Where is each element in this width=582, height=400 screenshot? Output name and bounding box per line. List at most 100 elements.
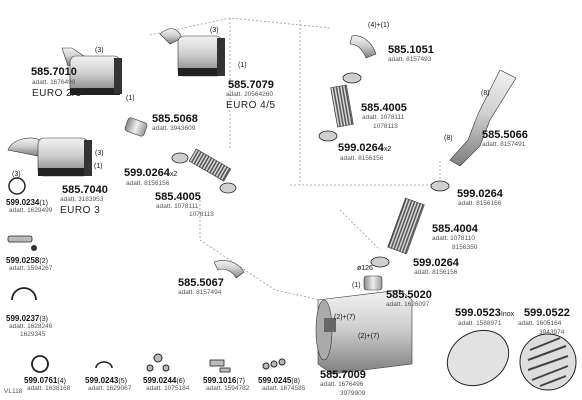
part-ref-599-0264-c: adatt. 8156156	[458, 200, 502, 207]
ring-599-0237	[11, 287, 37, 301]
pipe-585-5066	[449, 69, 517, 167]
pn-suffix: Inox	[500, 311, 515, 318]
euro-class-585-7010: EURO 2/3	[32, 88, 82, 99]
pn-text: 599.1016	[203, 376, 237, 385]
pn-text: 599.0243	[85, 376, 119, 385]
part-number-585-4005-a: 585.4005	[155, 191, 201, 203]
small-part-599-0243: 599.0243(5)	[85, 376, 127, 386]
part-ref-599-0264-b: adatt. 8156156	[340, 155, 384, 162]
part-ref-585-7079: adatt. 20564260	[226, 91, 273, 98]
part-number-585-4004: 585.4004	[432, 223, 478, 235]
callout-qty: (1)	[238, 62, 247, 69]
callout-qty: (8)	[444, 135, 453, 142]
pn-suffix: (8)	[291, 378, 300, 385]
part-ref-585-4005-b: adatt. 1078111	[362, 114, 405, 121]
pn-suffix: (6)	[176, 378, 185, 385]
pn-suffix: x2	[383, 146, 392, 153]
small-part-599-0244: 599.0244(6)	[143, 377, 185, 386]
callout-qty: (1)	[94, 163, 103, 170]
pn-suffix: (7)	[236, 378, 245, 385]
clamp-599-0264-lower	[370, 256, 390, 268]
silencer-585-7079	[159, 28, 225, 77]
euro-class-585-7040: EURO 3	[60, 205, 101, 216]
bent-pipe-585-5067	[213, 260, 245, 279]
pn-text: 599.0234	[6, 198, 40, 207]
small-part-599-1016: 599.1016(7)	[203, 376, 245, 386]
pn-suffix: x2	[169, 171, 178, 178]
part-number-599-0264-a: 599.0264x2	[124, 168, 177, 179]
pn-text: 599.0264	[338, 142, 384, 154]
pn-text: 599.0761	[24, 376, 58, 385]
pn-text: 599.0523	[455, 307, 501, 319]
pn-text: 599.0237	[6, 314, 40, 323]
pipe-585-5020	[363, 275, 383, 291]
part-number-585-7079: 585.7079	[228, 79, 274, 91]
callout-qty: (3)	[95, 47, 104, 54]
part-number-585-1051: 585.1051	[388, 44, 434, 56]
clip-599-0243	[95, 361, 113, 369]
part-number-585-5067: 585.5067	[178, 277, 224, 289]
part-number-585-7010: 585.7010	[31, 66, 77, 78]
silencer-585-7040	[7, 137, 92, 177]
pn-text: 599.0258	[6, 256, 40, 265]
pipe-585-5068	[124, 117, 148, 137]
part-ref-585-7010: adatt. 1676499	[32, 79, 76, 86]
pn-suffix: (5)	[118, 378, 127, 385]
part-number-585-5020: 585.5020	[386, 289, 432, 301]
part-ref-585-7040: adatt. 3183953	[60, 196, 104, 203]
euro-class-585-7079: EURO 4/5	[226, 100, 276, 111]
part-number-585-5066: 585.5066	[482, 129, 528, 141]
callout-qty: (3)	[95, 150, 104, 157]
small-ref2-599-0237: 1629345	[20, 331, 46, 338]
clamp-599-0264-left	[171, 152, 237, 194]
part-ref2-585-4004: 8156350	[452, 244, 478, 251]
part-ref-599-0522: adatt. 1605164	[518, 320, 562, 327]
small-ref-599-0761: adatt. 1638168	[27, 385, 71, 392]
part-number-599-0522: 599.0522	[524, 307, 570, 319]
clamp-599-0264-right	[318, 130, 338, 142]
part-number-585-5068: 585.5068	[152, 113, 198, 125]
small-part-599-0258: 599.0258(2)	[6, 256, 48, 266]
part-ref-599-0523: adatt. 1588971	[458, 320, 502, 327]
pn-text: 599.0245	[258, 376, 292, 385]
silencer-585-7010	[61, 47, 122, 95]
ring-599-0761	[31, 355, 49, 373]
callout-qty: (8)	[481, 90, 490, 97]
bent-pipe-585-1051	[349, 35, 377, 59]
part-ref2-585-4005-b: 1078113	[373, 123, 398, 130]
part-number-599-0523: 599.0523Inox	[455, 308, 514, 319]
small-ref-599-1016: adatt. 1594782	[206, 385, 250, 392]
pn-text: 599.0264	[124, 167, 170, 179]
pn-suffix: (1)	[39, 200, 48, 207]
clamp-599-0264-mid	[430, 180, 450, 192]
part-ref2-599-0522: 3943974	[539, 329, 565, 336]
part-ref2-585-7009: 3979909	[340, 390, 366, 397]
corner-code: VL118	[4, 388, 23, 395]
callout-qty: (3)	[210, 27, 219, 34]
part-ref-585-1051: adatt. 8157493	[388, 56, 432, 63]
callout-diameter: ø126	[357, 265, 373, 272]
part-ref-599-0264-a: adatt. 8156156	[126, 180, 170, 187]
small-ref-599-0237: adatt. 1628246	[9, 323, 53, 330]
small-part-599-0245: 599.0245(8)	[258, 376, 300, 386]
small-part-599-0761: 599.0761(4)	[24, 376, 66, 386]
bolt-599-0244	[146, 353, 170, 372]
part-ref-585-4004: adatt. 1078110	[432, 235, 475, 242]
flex-pipe-585-4005-right	[330, 84, 354, 128]
heat-shield-599-0522	[519, 333, 577, 391]
clamp-upper-right	[342, 72, 362, 84]
part-ref-585-5066: adatt. 8157491	[482, 141, 526, 148]
part-ref-585-4005-a: adatt. 1078111	[156, 203, 199, 210]
ring-599-0234	[8, 177, 26, 195]
small-ref-599-0243: adatt. 1629067	[88, 385, 132, 392]
callout-qty: (4)+(1)	[368, 22, 390, 29]
callout-qty: (1)	[352, 282, 361, 289]
callout-qty: (3)	[12, 171, 21, 178]
small-ref-599-0234: adatt. 1629499	[9, 207, 53, 214]
callout-qty: (2)+(7)	[358, 333, 380, 340]
part-ref-585-5067: adatt. 8157494	[178, 289, 222, 296]
small-ref-599-0258: adatt. 1594267	[9, 265, 53, 272]
sensor-599-0258	[7, 235, 37, 251]
small-part-599-0237: 599.0237(3)	[6, 314, 48, 324]
